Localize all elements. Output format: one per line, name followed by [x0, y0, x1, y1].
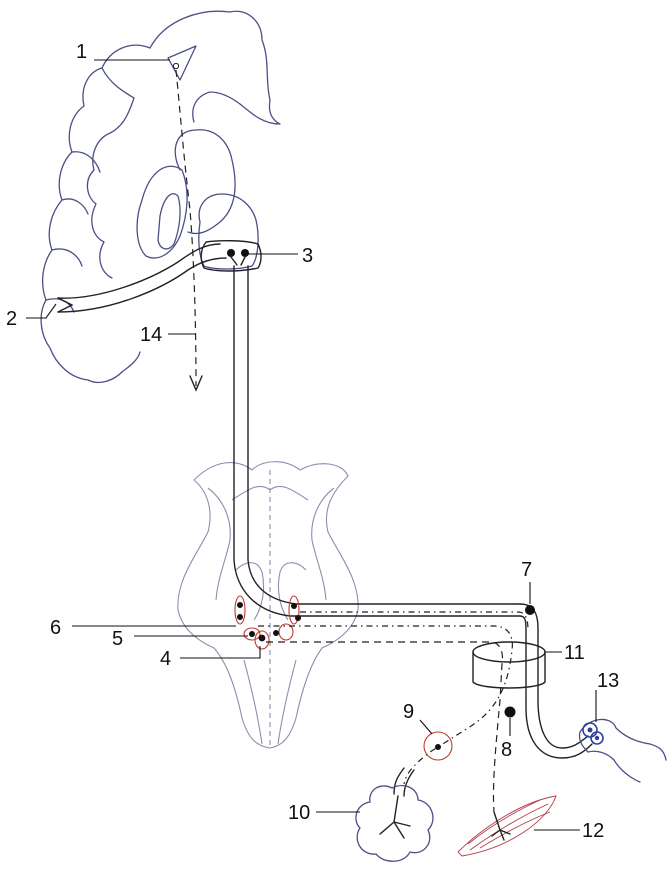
nucleus-4 [254, 630, 270, 650]
dot-6d [295, 615, 301, 621]
label-6: 6 [50, 617, 61, 639]
leader-4 [180, 646, 261, 659]
eye-outline [578, 718, 667, 783]
leader-9 [419, 719, 433, 735]
cerebral-inner-lobe [86, 67, 135, 279]
label-10: 10 [288, 802, 310, 824]
label-9: 9 [403, 701, 414, 723]
gland-outline [355, 785, 434, 862]
inner-nucleus [157, 193, 181, 250]
muscle-nerve-ending [491, 811, 511, 841]
thalamus-outline [174, 129, 236, 235]
brainstem [177, 461, 359, 749]
nucleus-3-fibers [230, 256, 246, 266]
label-4: 4 [160, 648, 171, 670]
dot-6a [237, 602, 243, 608]
ganglion-11 [472, 641, 546, 689]
gland-branches [379, 795, 411, 839]
dot-4 [258, 634, 266, 642]
eye-circle-1 [582, 722, 598, 738]
nucleus-5-right [278, 623, 294, 641]
brainstem-outline [177, 461, 359, 749]
midbrain-nucleus [198, 193, 259, 270]
label-1: 1 [76, 41, 87, 63]
nucleus-3-dot-left [227, 249, 235, 257]
nucleus-6-right [288, 595, 300, 625]
pons-curve [231, 485, 309, 501]
brain-hemisphere [40, 10, 281, 384]
label-12: 12 [582, 820, 604, 842]
tract-2-to-3-lower [57, 257, 227, 313]
label-5: 5 [112, 628, 123, 650]
tract-3-descend-left [233, 265, 521, 617]
label-14: 14 [140, 324, 162, 346]
label-3: 3 [302, 245, 313, 267]
dot-5 [249, 631, 255, 637]
tract-3-descend-right [247, 265, 521, 605]
tract-fork [57, 297, 74, 313]
label-11: 11 [564, 642, 585, 664]
ganglion-9-dot [435, 744, 441, 750]
nerve-to-13-outer [519, 603, 589, 749]
eye-circle-2 [590, 731, 604, 745]
motor-fiber [266, 641, 504, 813]
brainstem-inner-right [311, 487, 335, 601]
gyrus-lines [45, 151, 101, 313]
ganglion-9 [423, 731, 453, 761]
dot-5b [273, 630, 279, 636]
nucleus-5 [243, 627, 261, 641]
nucleus-6-left [234, 595, 246, 625]
tract-2-to-3-upper [57, 243, 221, 299]
eye-13 [578, 718, 667, 783]
gland-10 [355, 767, 434, 862]
brainstem-peduncle-left [235, 562, 265, 621]
label-7: 7 [521, 559, 532, 581]
leader-2 [26, 303, 57, 319]
ganglion-7 [525, 605, 535, 615]
brainstem-inner-left [207, 487, 231, 601]
basal-nuclei [136, 165, 188, 259]
descending-tract-arrow [189, 375, 203, 392]
eye-circle-1-dot [587, 727, 593, 733]
medulla-lines [243, 659, 297, 745]
cortical-neuron [167, 45, 197, 81]
label-8: 8 [501, 739, 512, 761]
ganglion-8 [504, 706, 516, 718]
gland-duct [393, 767, 415, 797]
brainstem-peduncle-right [277, 562, 307, 621]
nerve-to-13-inner [519, 615, 593, 759]
dot-6c [291, 603, 297, 609]
nucleus-3-dot-right [241, 249, 249, 257]
label-2: 2 [6, 308, 17, 330]
ganglion-11-top [472, 641, 546, 663]
cortical-neuron-body [172, 62, 180, 70]
ganglion-11-body [472, 651, 546, 689]
leader-lines [26, 59, 597, 831]
dot-6b [237, 614, 243, 620]
label-13: 13 [597, 670, 619, 692]
muscle-outline [457, 795, 557, 857]
muscle-fibers [467, 799, 551, 851]
fiber-to-13 [300, 611, 529, 631]
nucleus-3-box [200, 239, 262, 272]
muscle-12 [457, 795, 557, 857]
preganglionic-fiber [258, 625, 513, 785]
eye-circle-2-dot [594, 735, 600, 741]
lobe-arc [192, 91, 211, 123]
